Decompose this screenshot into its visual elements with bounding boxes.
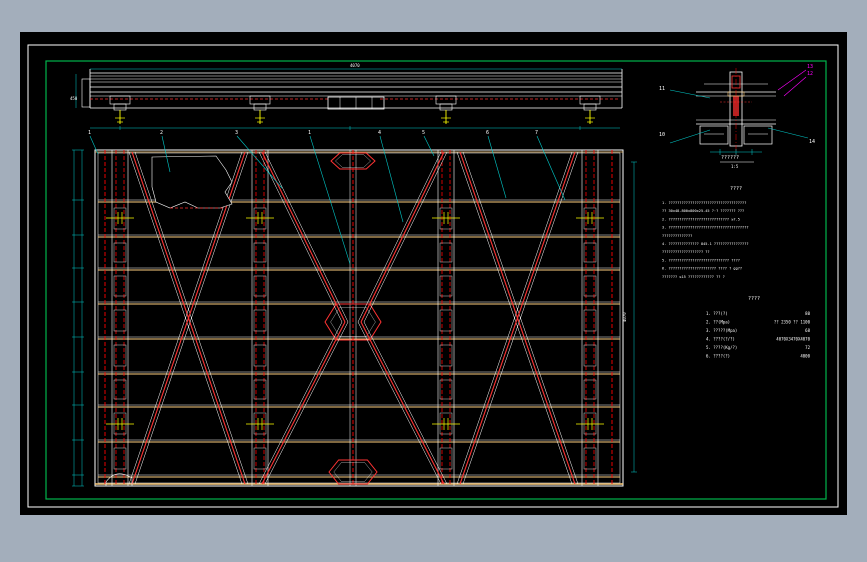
table-row-value: 4000 <box>800 354 810 359</box>
balloon-5: 4 <box>378 130 381 136</box>
section-detail: ?????? 1:5 13 12 11 10 14 <box>659 64 815 169</box>
note-line: ??????? ≤15 ???????????? ?? ? <box>662 275 725 279</box>
callout-14: 14 <box>809 139 815 145</box>
notes-heading: ???? <box>730 186 742 192</box>
plan-view: 4070 1 2 3 1 4 5 6 7 <box>72 130 637 487</box>
outer-frame <box>27 44 839 508</box>
technical-notes: ???? 1. ????????????????????????????????… <box>662 186 749 279</box>
balloon-7: 6 <box>486 130 489 136</box>
table-row-value: 80 <box>805 311 810 316</box>
table-heading: ???? <box>748 296 760 302</box>
top-dimension: 4070 <box>350 63 360 68</box>
svg-text:4070: 4070 <box>622 312 627 322</box>
svg-text:450: 450 <box>70 96 78 101</box>
table-row-value: 68 <box>805 328 810 333</box>
note-line: ?? 30x48-800x800x25-45 ?·? ??????? ??? <box>662 209 744 213</box>
table-row-label: 2. ??(Mpa) <box>706 320 730 325</box>
table-row-label: 1. ???(?) <box>706 311 728 316</box>
elevation-view: 4070 450 <box>70 63 623 130</box>
note-line: ??????????????????? ?? <box>662 250 710 254</box>
table-row-value: ?? 2350 ?? 1100 <box>774 320 811 325</box>
note-line: ?????????????? <box>662 234 692 238</box>
table-row-value: 72 <box>805 345 810 350</box>
balloon-2: 2 <box>160 130 163 136</box>
left-dimension-chain <box>72 149 84 487</box>
note-line: 5. ???????????????????????????? ???? <box>662 258 740 262</box>
note-line: 6. ?????????????????????? ???? ? gg?? <box>662 267 742 271</box>
note-line: 4. ?????????????? 845-1 ???????????????? <box>662 242 749 246</box>
note-line: 3. ????????????????????????????????????? <box>662 226 749 230</box>
balloon-8: 7 <box>535 130 538 136</box>
balloon-4: 1 <box>308 130 311 136</box>
table-row-label: 6. ????(?) <box>706 354 730 359</box>
balloon-callouts: 1 2 3 1 4 5 6 7 <box>88 130 566 265</box>
table-row-label: 3. ?????(Mpa) <box>706 328 737 333</box>
table-row-label: 4. ????(?/?) <box>706 337 735 342</box>
inner-frame <box>45 60 827 500</box>
table-row-label: 5. ????(Kg/?) <box>706 345 737 350</box>
section-title: ?????? <box>721 155 739 161</box>
balloon-1: 1 <box>88 130 91 136</box>
callout-10: 10 <box>659 132 665 138</box>
callout-12: 12 <box>807 71 813 77</box>
table-row-value: 4070X3470X4070 <box>776 337 810 342</box>
note-line: 1. ???????????????????????????????????? <box>662 201 746 205</box>
balloon-3: 3 <box>235 130 238 136</box>
parameter-table: ???? 1. ???(?) 80 2. ??(Mpa) ?? 2350 ?? 110… <box>706 296 811 359</box>
section-scale: 1:5 <box>731 164 739 169</box>
balloon-6: 5 <box>422 130 425 136</box>
callout-13: 13 <box>807 64 813 70</box>
callout-11: 11 <box>659 86 665 92</box>
note-line: 2. ???????????????????????????? ≥7.5 <box>662 217 740 221</box>
